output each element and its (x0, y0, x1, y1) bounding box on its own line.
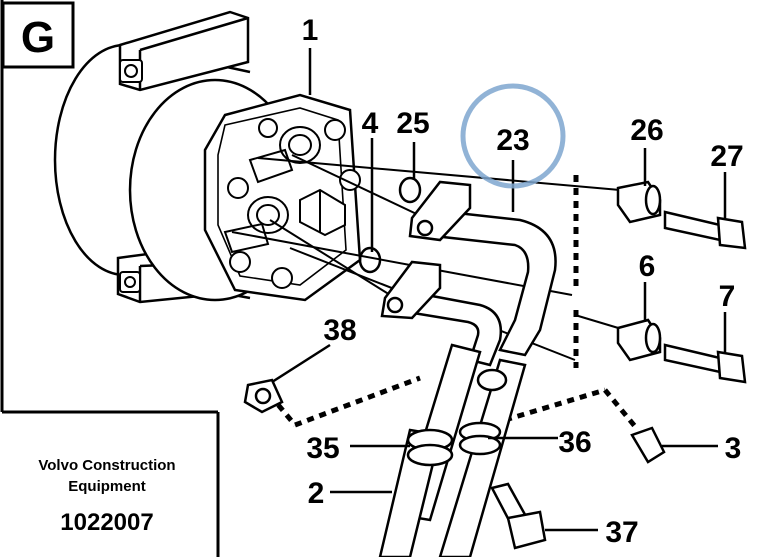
document-number: 1022007 (60, 509, 153, 536)
group-letter: G (21, 13, 55, 62)
dashed-tie-lines (268, 175, 640, 432)
group-letter-box: G (1, 1, 75, 69)
callout-2: 2 (308, 477, 325, 510)
frame (0, 0, 220, 557)
o-rings (358, 176, 422, 274)
callout-36: 36 (558, 426, 591, 459)
highlight-circle (460, 83, 566, 189)
caption-equipment: Equipment (68, 478, 146, 495)
hose-assembly (378, 180, 557, 557)
callout-labels: 1 4 25 23 26 27 6 7 38 35 36 3 2 37 (302, 14, 744, 549)
caption-company: Volvo Construction (38, 457, 175, 474)
fasteners-small (243, 378, 666, 464)
callout-37: 37 (605, 516, 638, 549)
callout-25: 25 (396, 107, 429, 140)
callout-35: 35 (306, 432, 339, 465)
callout-23: 23 (496, 124, 529, 157)
callout-1: 1 (302, 14, 319, 47)
callout-27: 27 (710, 140, 743, 173)
callout-7: 7 (719, 280, 736, 313)
leader-lines (271, 138, 727, 532)
callout-3: 3 (725, 432, 742, 465)
bolts (490, 210, 747, 550)
head-hardware (119, 59, 361, 293)
hose-clamps (406, 421, 502, 467)
caption-block: Volvo Construction Equipment 1022007 (38, 457, 175, 536)
callout-4: 4 (362, 107, 379, 140)
spacers (616, 180, 662, 362)
callout-6: 6 (639, 250, 656, 283)
callout-38: 38 (323, 314, 356, 347)
callout-26: 26 (630, 114, 663, 147)
